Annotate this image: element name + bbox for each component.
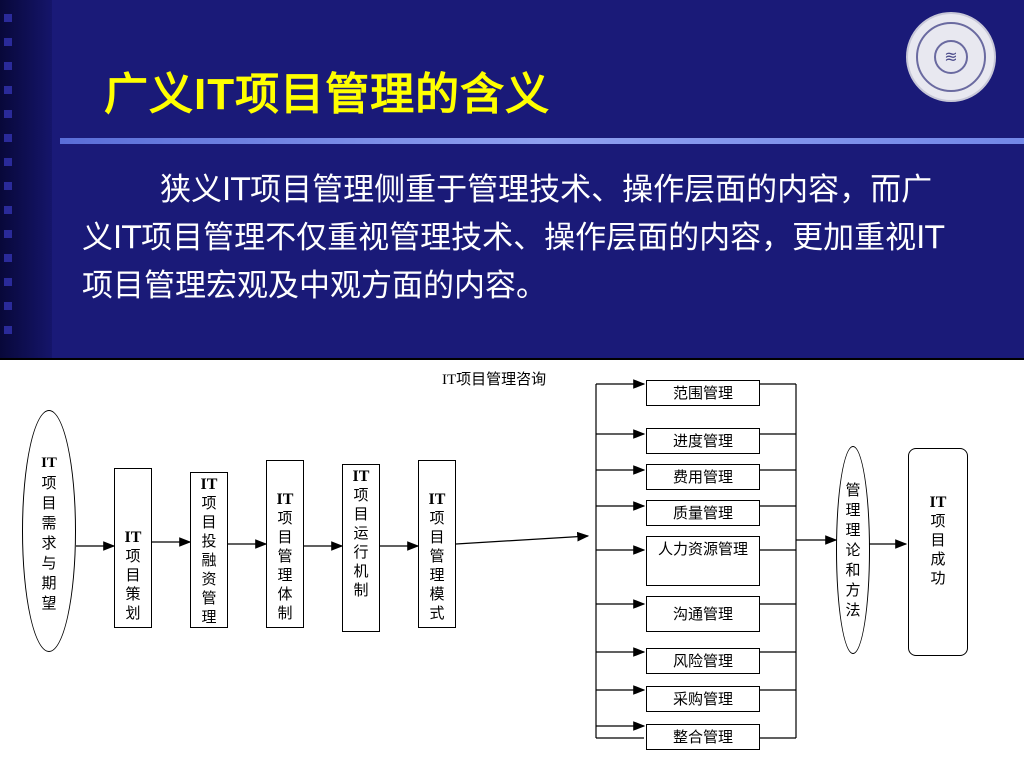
body-text: 狭义IT项目管理侧重于管理技术、操作层面的内容，而广义IT项目管理不仅重视管理技… (82, 172, 945, 304)
decorative-left-strip (0, 0, 52, 358)
area-scope: 范围管理 (646, 380, 760, 406)
area-quality: 质量管理 (646, 500, 760, 526)
area-cost: 费用管理 (646, 464, 760, 490)
diagram-connectors (76, 379, 908, 739)
title-underline (60, 138, 1024, 144)
slide-title: 广义IT项目管理的含义 (104, 70, 551, 119)
area-integration: 整合管理 (646, 724, 760, 750)
hohai-university-seal-icon: ≋ (906, 12, 996, 102)
consulting-label: IT项目管理咨询 (442, 372, 547, 388)
area-procurement: 采购管理 (646, 686, 760, 712)
area-schedule: 进度管理 (646, 428, 760, 454)
area-communication: 沟通管理 (646, 596, 760, 632)
node-theory-methods: 管理理论和方法 (836, 446, 870, 654)
area-human-resources: 人力资源管理 (646, 536, 760, 586)
slide-body: 狭义IT项目管理侧重于管理技术、操作层面的内容，而广义IT项目管理不仅重视管理技… (82, 166, 962, 310)
area-risk: 风险管理 (646, 648, 760, 674)
